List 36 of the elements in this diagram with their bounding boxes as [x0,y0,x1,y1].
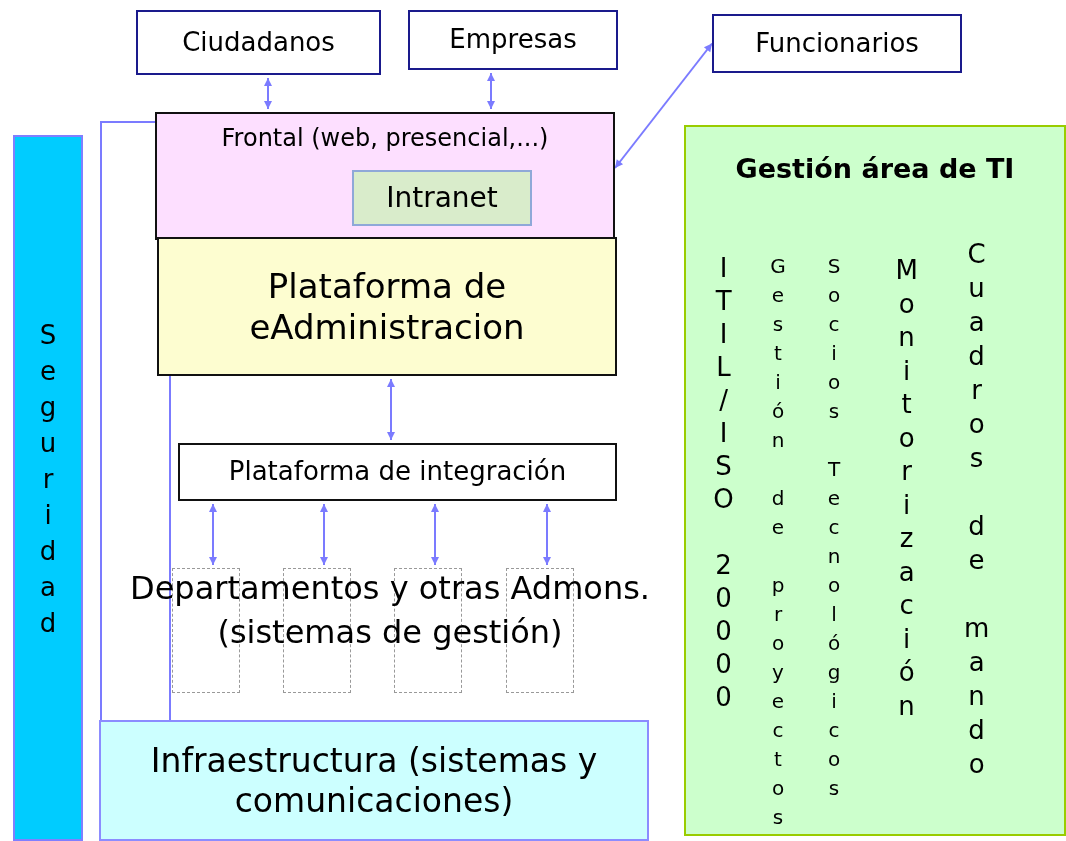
security-band [13,135,83,841]
node-label: Intranet [386,181,498,215]
node-label: Plataforma de integración [228,456,567,488]
double-arrow [320,503,328,566]
connector-line [169,375,171,721]
vertical-label: Gestión de proyectos [769,253,787,831]
connector-line [100,121,156,721]
node-label: Frontal (web, presencial,...) [221,124,549,153]
node-label: Funcionarios [755,27,919,60]
double-arrow [487,72,495,110]
node-label: Empresas [449,24,577,56]
vertical-label: ITIL/ISO 20000 [712,252,735,714]
double-arrow [264,77,272,110]
vertical-label: Socios Tecnológicos [826,253,842,802]
panel-title: Gestión área de TI [734,153,1016,186]
actor-box [408,10,618,70]
systems-label: Departamentos y otras Admons. (sistemas de gestión) [129,568,651,653]
node-label: Plataforma de eAdministracion [248,265,526,348]
frontend-box [155,112,615,240]
double-arrow [209,503,217,566]
double-arrow [431,503,439,566]
vertical-label: Monitorización [894,254,919,723]
intranet-box [352,170,532,226]
node-label: Infraestructura (sistemas y comunicaciones) [149,740,599,821]
vertical-label: Cuadros de mando [962,238,991,781]
infrastructure-box [99,720,649,841]
it-management-panel [684,125,1066,836]
actor-box [136,10,381,75]
vertical-label: Seguridad [38,319,58,640]
node-label: Ciudadanos [182,26,335,59]
double-arrow [387,378,395,441]
double-arrow [543,503,551,566]
actor-box [712,14,962,73]
integration-box [178,443,617,501]
platform-box [157,237,617,376]
double-arrow [614,42,713,169]
